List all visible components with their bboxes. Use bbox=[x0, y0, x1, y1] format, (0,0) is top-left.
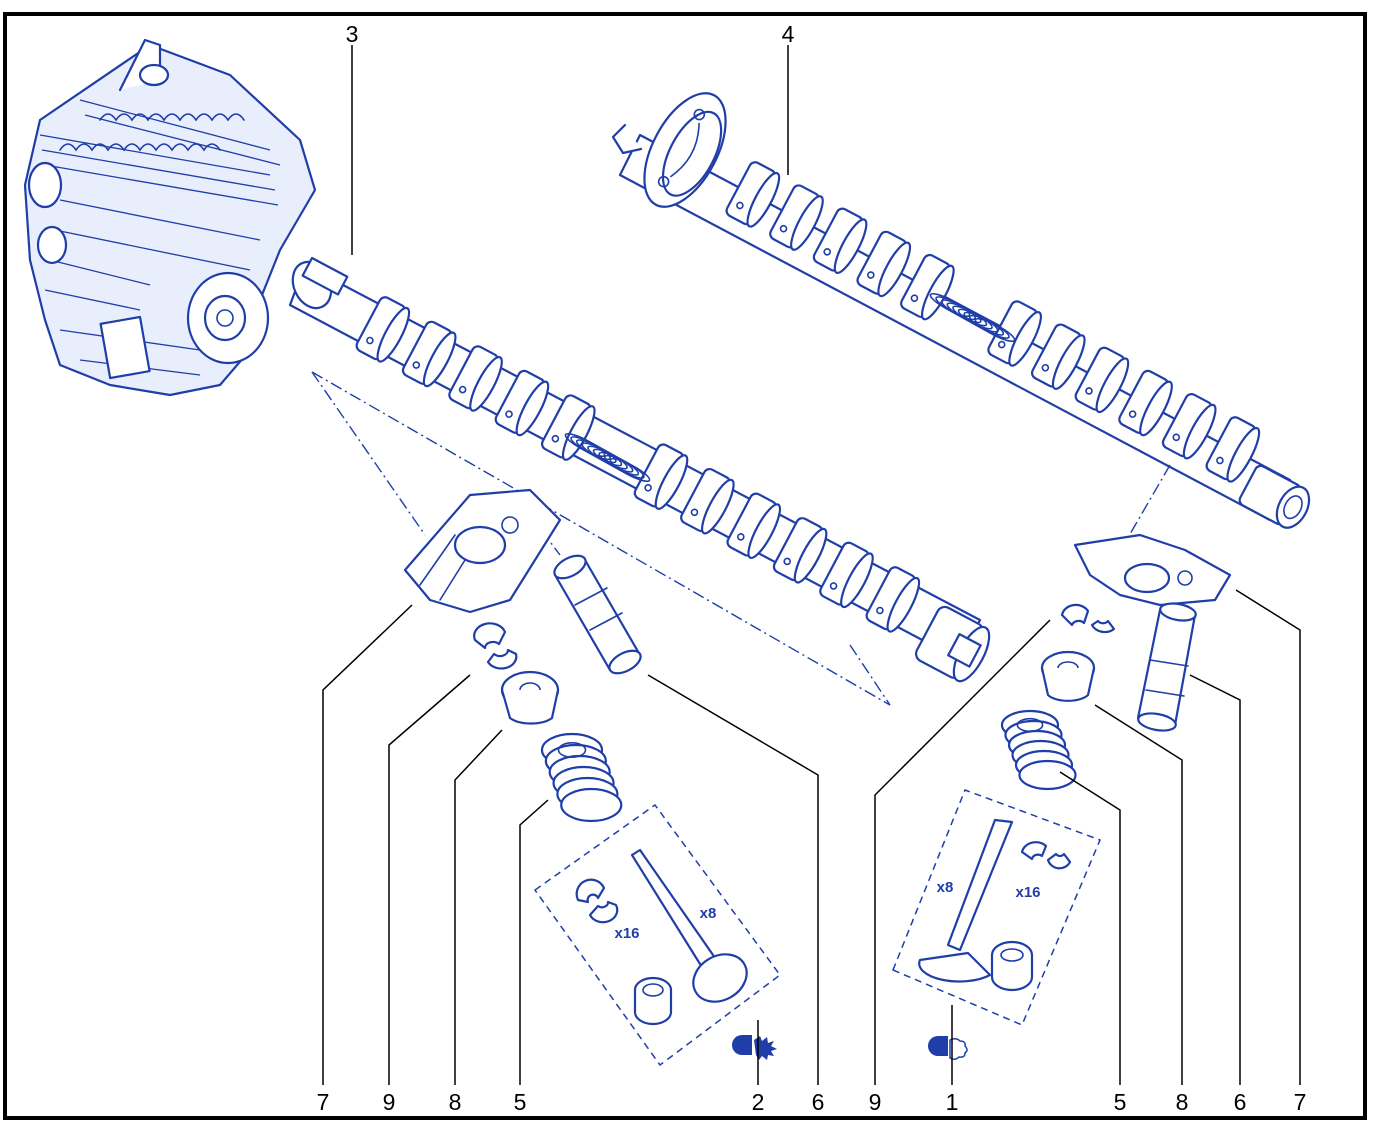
camshaft-4 bbox=[611, 92, 1311, 529]
callout-8-left: 8 bbox=[449, 1089, 462, 1115]
camshaft-3 bbox=[288, 256, 991, 683]
left-valve-kit-box bbox=[533, 803, 782, 1067]
left-valve-keepers-9 bbox=[473, 622, 518, 670]
right-keepers-qty: x16 bbox=[1015, 884, 1040, 901]
callout-9-right: 9 bbox=[869, 1089, 882, 1115]
engine-overview-image bbox=[23, 38, 317, 397]
callout-5-left: 5 bbox=[514, 1089, 527, 1115]
right-valve-kit-box bbox=[892, 789, 1101, 1026]
left-hydraulic-lifter-6 bbox=[553, 554, 642, 675]
left-valve-spring-5 bbox=[540, 732, 623, 823]
diagram-frame bbox=[3, 12, 1367, 1120]
intake-valve-icon bbox=[928, 1036, 968, 1061]
right-valve-spring-5 bbox=[1000, 709, 1077, 791]
left-spring-retainer-8 bbox=[500, 670, 560, 725]
callout-numbers: 3 4 7 9 8 5 2 6 9 1 5 8 6 7 bbox=[317, 21, 1307, 1115]
callout-9-left: 9 bbox=[383, 1089, 396, 1115]
callout-7-right: 7 bbox=[1294, 1089, 1307, 1115]
right-valve-keepers-9 bbox=[1060, 603, 1116, 634]
left-valve-qty: x8 bbox=[700, 905, 717, 922]
right-valve-qty: x8 bbox=[937, 879, 954, 896]
left-rocker-arm-7 bbox=[403, 488, 562, 614]
callout-3: 3 bbox=[346, 21, 359, 47]
right-rocker-arm-7 bbox=[1073, 533, 1232, 607]
right-spring-retainer-8 bbox=[1040, 650, 1096, 702]
exhaust-valve-icon bbox=[732, 1035, 777, 1060]
callout-1: 1 bbox=[946, 1089, 959, 1115]
callout-5-right: 5 bbox=[1114, 1089, 1127, 1115]
callout-4: 4 bbox=[782, 21, 795, 47]
callout-8-right: 8 bbox=[1176, 1089, 1189, 1115]
left-keepers-qty: x16 bbox=[614, 925, 639, 942]
leader-lines bbox=[322, 45, 1301, 1085]
callout-7-left: 7 bbox=[317, 1089, 330, 1115]
right-hydraulic-lifter-6 bbox=[1136, 602, 1197, 732]
callout-6-left: 6 bbox=[812, 1089, 825, 1115]
callout-2: 2 bbox=[752, 1089, 765, 1115]
callout-6-right: 6 bbox=[1234, 1089, 1247, 1115]
